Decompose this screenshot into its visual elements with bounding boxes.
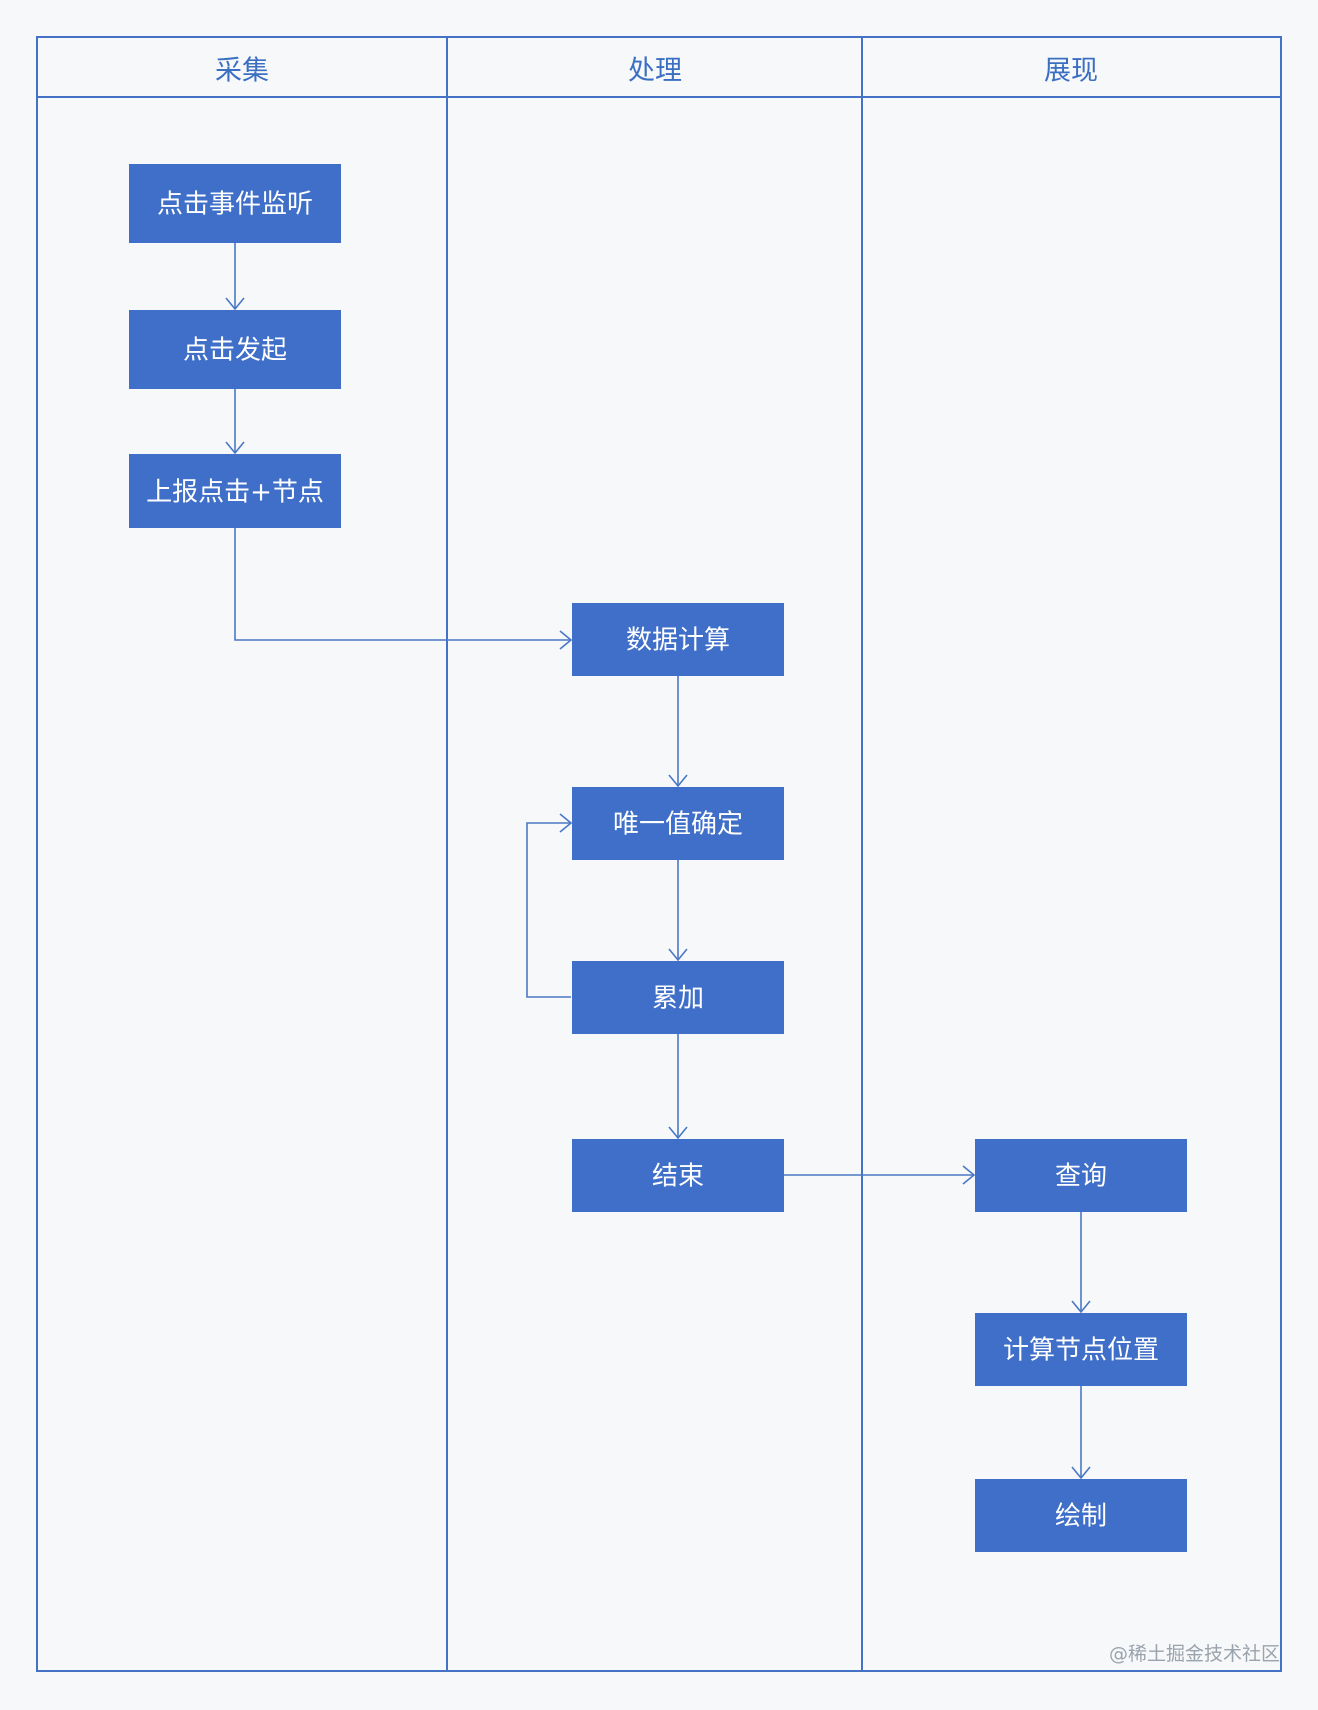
nodes: 点击事件监听 点击发起 上报点击+节点 数据计算 唯一值确定 累加 结束 查询 <box>129 164 1187 1552</box>
node-calc-pos: 计算节点位置 <box>975 1313 1187 1386</box>
edge-accumulate-loop-to-unique <box>526 813 573 998</box>
node-query: 查询 <box>975 1139 1187 1212</box>
edge-unique-to-accumulate <box>668 860 688 962</box>
node-click-fire: 点击发起 <box>129 310 341 389</box>
node-label: 唯一值确定 <box>613 810 743 840</box>
node-label: 绘制 <box>1055 1502 1107 1532</box>
edge-calc-pos-to-draw <box>1071 1386 1091 1480</box>
watermark-text: @稀土掘金技术社区 <box>1109 1643 1280 1665</box>
lane-title-display: 展现 <box>1044 56 1098 87</box>
edge-end-to-query <box>784 1165 976 1185</box>
lane-headers: 采集 处理 展现 <box>215 56 1098 87</box>
edge-report-to-compute <box>234 528 573 650</box>
node-label: 数据计算 <box>626 626 730 656</box>
edges <box>225 243 1091 1480</box>
node-label: 计算节点位置 <box>1003 1336 1159 1366</box>
edge-accumulate-to-end <box>668 1034 688 1140</box>
node-end: 结束 <box>572 1139 784 1212</box>
lane-title-process: 处理 <box>628 56 682 87</box>
node-report: 上报点击+节点 <box>129 454 341 528</box>
edge-compute-to-unique <box>668 676 688 788</box>
edge-query-to-calc-pos <box>1071 1212 1091 1314</box>
swimlane-frame <box>36 36 1282 1672</box>
node-draw: 绘制 <box>975 1479 1187 1552</box>
node-label: 结束 <box>652 1162 704 1192</box>
node-unique: 唯一值确定 <box>572 787 784 860</box>
edge-click-listen-to-click-fire <box>225 243 245 311</box>
node-label: 累加 <box>652 984 704 1014</box>
node-label: 上报点击+节点 <box>146 478 324 508</box>
lane-title-collect: 采集 <box>215 56 269 87</box>
edge-click-fire-to-report <box>225 389 245 455</box>
node-label: 点击事件监听 <box>157 190 313 220</box>
node-click-listen: 点击事件监听 <box>129 164 341 243</box>
node-label: 查询 <box>1055 1162 1107 1192</box>
node-label: 点击发起 <box>183 336 287 366</box>
node-compute: 数据计算 <box>572 603 784 676</box>
node-accumulate: 累加 <box>572 961 784 1034</box>
